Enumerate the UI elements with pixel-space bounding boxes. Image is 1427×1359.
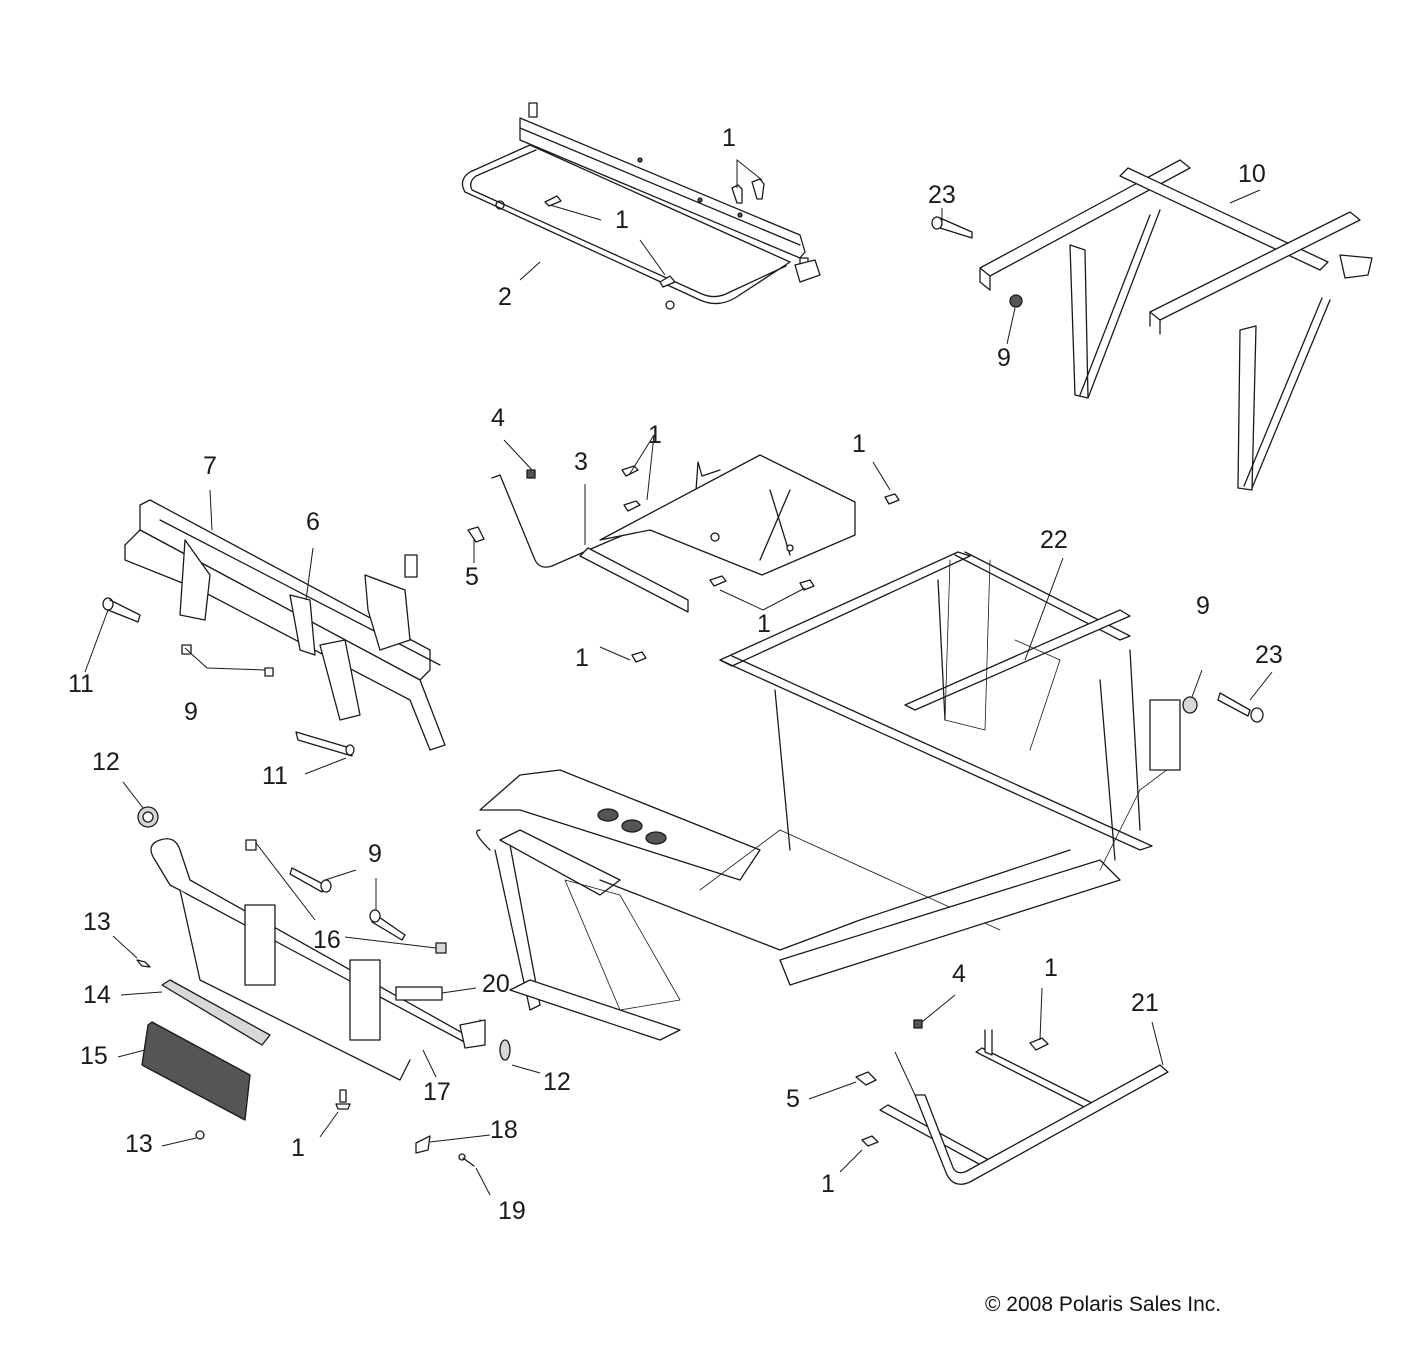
part-23-bolt-rear-right[interactable] bbox=[1217, 692, 1264, 723]
part-11-bolt-left[interactable] bbox=[102, 597, 141, 623]
callout-9: 9 bbox=[997, 344, 1011, 372]
part-13-pushpin-upper[interactable] bbox=[136, 959, 151, 968]
callout-8: 9 bbox=[368, 840, 382, 868]
part-7-front-crossmember[interactable] bbox=[124, 499, 446, 751]
part-5-bolt-lower[interactable] bbox=[855, 1071, 877, 1086]
callout-23: 23 bbox=[1255, 641, 1283, 669]
part-15-grille-mesh[interactable] bbox=[141, 1021, 251, 1121]
callout-14: 14 bbox=[83, 981, 111, 1009]
callout-18: 18 bbox=[490, 1116, 518, 1144]
callout-2: 2 bbox=[498, 283, 512, 311]
callout-16: 16 bbox=[313, 926, 341, 954]
leader-lines bbox=[84, 158, 1273, 1196]
callout-12: 12 bbox=[543, 1068, 571, 1096]
part-12-bushing-left[interactable] bbox=[137, 806, 159, 828]
callout-3: 3 bbox=[574, 448, 588, 476]
callout-19: 19 bbox=[498, 1197, 526, 1225]
callout-11: 11 bbox=[68, 670, 94, 698]
part-18-bracket[interactable] bbox=[415, 1135, 431, 1154]
callout-1: 1 bbox=[615, 206, 629, 234]
callout-1: 1 bbox=[648, 421, 662, 449]
callout-12: 12 bbox=[92, 748, 120, 776]
callout-4: 4 bbox=[491, 404, 505, 432]
callout-1: 1 bbox=[291, 1134, 305, 1162]
callout-1: 1 bbox=[852, 430, 866, 458]
callout-7: 7 bbox=[203, 452, 217, 480]
part-4-nut-lower[interactable] bbox=[913, 1019, 923, 1029]
part-22-main-frame[interactable] bbox=[476, 551, 1181, 1041]
part-13-pushpin-lower[interactable] bbox=[195, 1130, 205, 1140]
part-8-bolts[interactable] bbox=[289, 867, 406, 941]
copyright-notice: © 2008 Polaris Sales Inc. bbox=[985, 1293, 1222, 1316]
callout-20: 20 bbox=[482, 970, 510, 998]
callout-1: 1 bbox=[821, 1170, 835, 1198]
part-6-front-bracket[interactable] bbox=[289, 554, 418, 721]
part-3-seat-support-tray[interactable] bbox=[491, 454, 856, 613]
callout-9: 9 bbox=[1196, 592, 1210, 620]
callout-22: 22 bbox=[1040, 526, 1068, 554]
callout-labels: 1 1 2 23 10 9 4 3 1 1 5 1 1 7 6 11 9 11 … bbox=[68, 124, 1283, 1225]
part-16-bushings[interactable] bbox=[245, 839, 447, 954]
part-17-front-bumper[interactable] bbox=[150, 838, 486, 1081]
callout-1: 1 bbox=[722, 124, 736, 152]
part-19-screw[interactable] bbox=[458, 1153, 475, 1167]
callout-13: 13 bbox=[125, 1130, 153, 1158]
part-12-spring-clip-right[interactable] bbox=[499, 1039, 511, 1061]
callout-5: 5 bbox=[465, 563, 479, 591]
callout-21: 21 bbox=[1131, 989, 1159, 1017]
callout-23: 23 bbox=[928, 181, 956, 209]
part-1-bolt-bumper[interactable] bbox=[335, 1089, 351, 1110]
callout-11: 11 bbox=[262, 762, 288, 790]
callout-1: 1 bbox=[575, 644, 589, 672]
callout-1: 1 bbox=[1044, 954, 1058, 982]
part-20-label[interactable] bbox=[395, 986, 443, 1001]
callout-10: 10 bbox=[1238, 160, 1266, 188]
part-1-bolts-tray[interactable] bbox=[621, 465, 900, 663]
part-21-rear-floor-frame[interactable] bbox=[879, 1029, 1169, 1185]
part-2-seat-base-frame[interactable] bbox=[461, 102, 821, 310]
part-9-nut-rear-upper[interactable] bbox=[1009, 294, 1023, 308]
part-9-nut-rear-right[interactable] bbox=[1182, 696, 1198, 714]
part-4-nut-upper[interactable] bbox=[526, 469, 536, 479]
part-9-nuts-front[interactable] bbox=[181, 644, 274, 677]
callout-5: 5 bbox=[786, 1085, 800, 1113]
callout-13: 13 bbox=[83, 908, 111, 936]
part-10-rear-support-frame[interactable] bbox=[979, 159, 1373, 491]
callout-4: 4 bbox=[952, 960, 966, 988]
part-1-bolts-rear-floor[interactable] bbox=[861, 1037, 1049, 1147]
part-23-bolt-rear-upper[interactable] bbox=[931, 216, 973, 239]
part-11-bolt-right[interactable] bbox=[295, 731, 355, 757]
callout-1: 1 bbox=[757, 610, 771, 638]
part-14-grille-upper[interactable] bbox=[161, 979, 271, 1046]
part-5-bolt-upper[interactable] bbox=[467, 526, 485, 543]
callout-17: 17 bbox=[423, 1078, 451, 1106]
callout-6: 6 bbox=[306, 508, 320, 536]
callout-9: 9 bbox=[184, 698, 198, 726]
callout-15: 15 bbox=[80, 1042, 108, 1070]
